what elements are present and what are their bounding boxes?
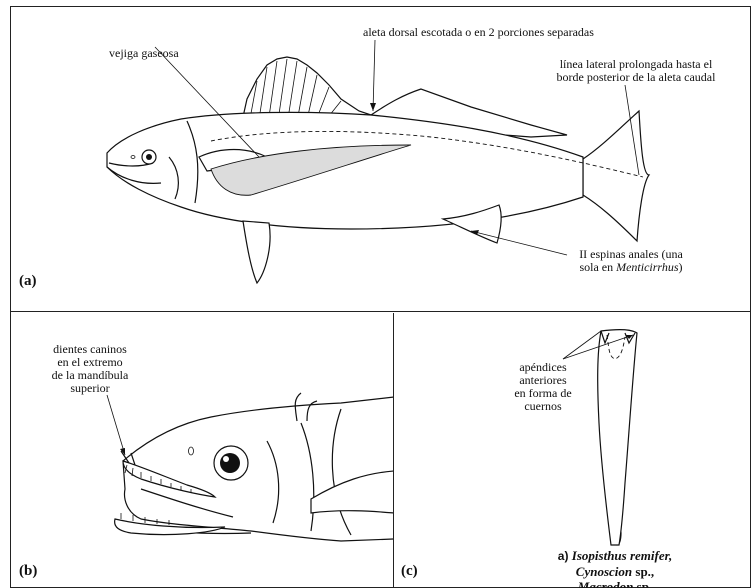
caption-genus-2: Cynoscion <box>576 564 632 579</box>
label-canine-4: superior <box>35 382 145 395</box>
dorsal-fin-arrowhead <box>370 103 376 111</box>
panel-a-full-fish: aleta dorsal escotada o en 2 porciones s… <box>11 7 750 312</box>
species-caption: a) Isopisthus remifer, Cynoscion sp., Ma… <box>515 548 715 588</box>
caudal-fin <box>583 111 649 241</box>
panel-b-tag: (b) <box>19 563 37 580</box>
caption-species-1: Isopisthus remifer, <box>572 548 672 563</box>
panel-a-tag: (a) <box>19 273 37 290</box>
panel-b-head-detail: dientes caninos en el extremo de la mand… <box>11 313 394 588</box>
head-outline <box>123 397 394 541</box>
caption-line-2: Cynoscion sp., <box>515 564 715 579</box>
horns-pointer-left <box>563 331 601 359</box>
bladder-body <box>598 330 637 545</box>
fish-pupil <box>146 154 152 160</box>
canine-pointer <box>107 395 125 455</box>
anal-spines-prefix: sola en <box>579 260 616 274</box>
caption-suffix-2: sp., <box>632 564 654 579</box>
caption-prefix: a) <box>558 549 572 563</box>
dorsal-fin-pointer <box>373 40 375 111</box>
swim-bladder-illustration <box>395 313 750 588</box>
label-anal-spines: II espinas anales (una sola en Menticirr… <box>561 248 701 274</box>
eye-highlight <box>223 456 229 462</box>
caption-line-1: a) Isopisthus remifer, <box>515 548 715 564</box>
label-horns-4: cuernos <box>493 400 593 413</box>
caption-suffix-3: sp. <box>633 579 652 588</box>
label-dorsal-fin: aleta dorsal escotada o en 2 porciones s… <box>363 26 594 39</box>
panel-c-swim-bladder: apéndices anteriores en forma de cuernos… <box>395 313 750 588</box>
label-horns: apéndices anteriores en forma de cuernos <box>493 361 593 413</box>
label-anal-spines-2: sola en Menticirrhus) <box>561 261 701 274</box>
anal-spines-suffix: ) <box>679 260 683 274</box>
head-pupil <box>220 453 240 473</box>
panel-c-tag: (c) <box>401 563 418 580</box>
caption-genus-3: Macrodon <box>578 579 634 588</box>
label-canine-teeth: dientes caninos en el extremo de la mand… <box>35 343 145 395</box>
label-lateral-line-2: borde posterior de la aleta caudal <box>536 71 736 84</box>
label-lateral-line: línea lateral prolongada hasta el borde … <box>536 58 736 84</box>
label-swim-bladder: vejiga gaseosa <box>109 47 179 60</box>
anal-spines-genus: Menticirrhus <box>616 260 678 274</box>
pelvic-fin <box>243 221 270 283</box>
anal-spines-pointer <box>471 231 567 255</box>
caption-line-3: Macrodon sp. <box>515 579 715 588</box>
